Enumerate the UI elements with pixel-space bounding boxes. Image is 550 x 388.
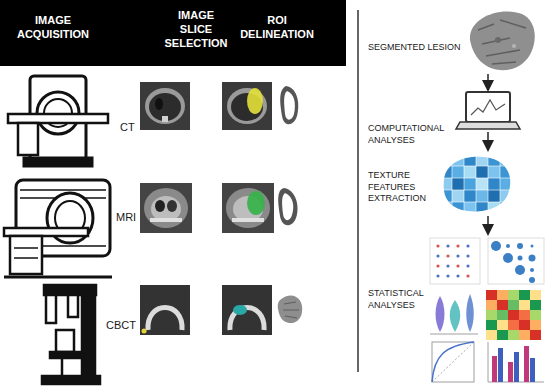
modality-label: MRI (116, 211, 136, 225)
cbct-roi-lesion (278, 296, 302, 324)
modality-label: CT (120, 121, 135, 135)
column-heading: IMAGE SLICE SELECTION (162, 8, 230, 50)
heatmap (486, 290, 541, 340)
ct-scanner (8, 76, 108, 166)
laptop-icon (456, 92, 520, 129)
ct-slice (140, 82, 190, 130)
divider (357, 10, 359, 372)
texture-grid (440, 154, 512, 214)
cbct-roi-slice (222, 285, 272, 335)
lesion-image (470, 12, 535, 71)
step-label: SEGMENTED LESION (368, 42, 461, 54)
column-heading: IMAGE ACQUISITION (8, 13, 98, 41)
bar-chart (488, 342, 544, 382)
step-label: STATISTICAL ANALYSES (368, 288, 428, 311)
flow-arrow (487, 132, 489, 146)
cbct-unit (42, 285, 100, 384)
step-label: TEXTURE FEATURES EXTRACTION (368, 170, 434, 205)
mri-roi-slice (222, 183, 274, 233)
column-heading: ROI DELINEATION (234, 13, 320, 41)
mri-roi-outline (278, 188, 297, 225)
mri-scanner (4, 180, 112, 277)
correlation-matrix (488, 238, 544, 284)
header-band: IMAGE ACQUISITION IMAGE SLICE SELECTIONRO… (0, 0, 346, 66)
cbct-slice (140, 285, 190, 335)
modality-label: CBCT (106, 319, 136, 333)
step-label: COMPUTATIONAL ANALYSES (368, 123, 452, 146)
mri-slice (140, 183, 192, 233)
ct-roi-outline (280, 86, 298, 124)
flow-arrow (487, 74, 489, 86)
violin-plot (430, 294, 478, 334)
scatter-matrix (430, 238, 480, 284)
roc-plot (432, 342, 474, 382)
ct-roi-slice (222, 82, 272, 130)
flow-arrow (487, 216, 489, 230)
